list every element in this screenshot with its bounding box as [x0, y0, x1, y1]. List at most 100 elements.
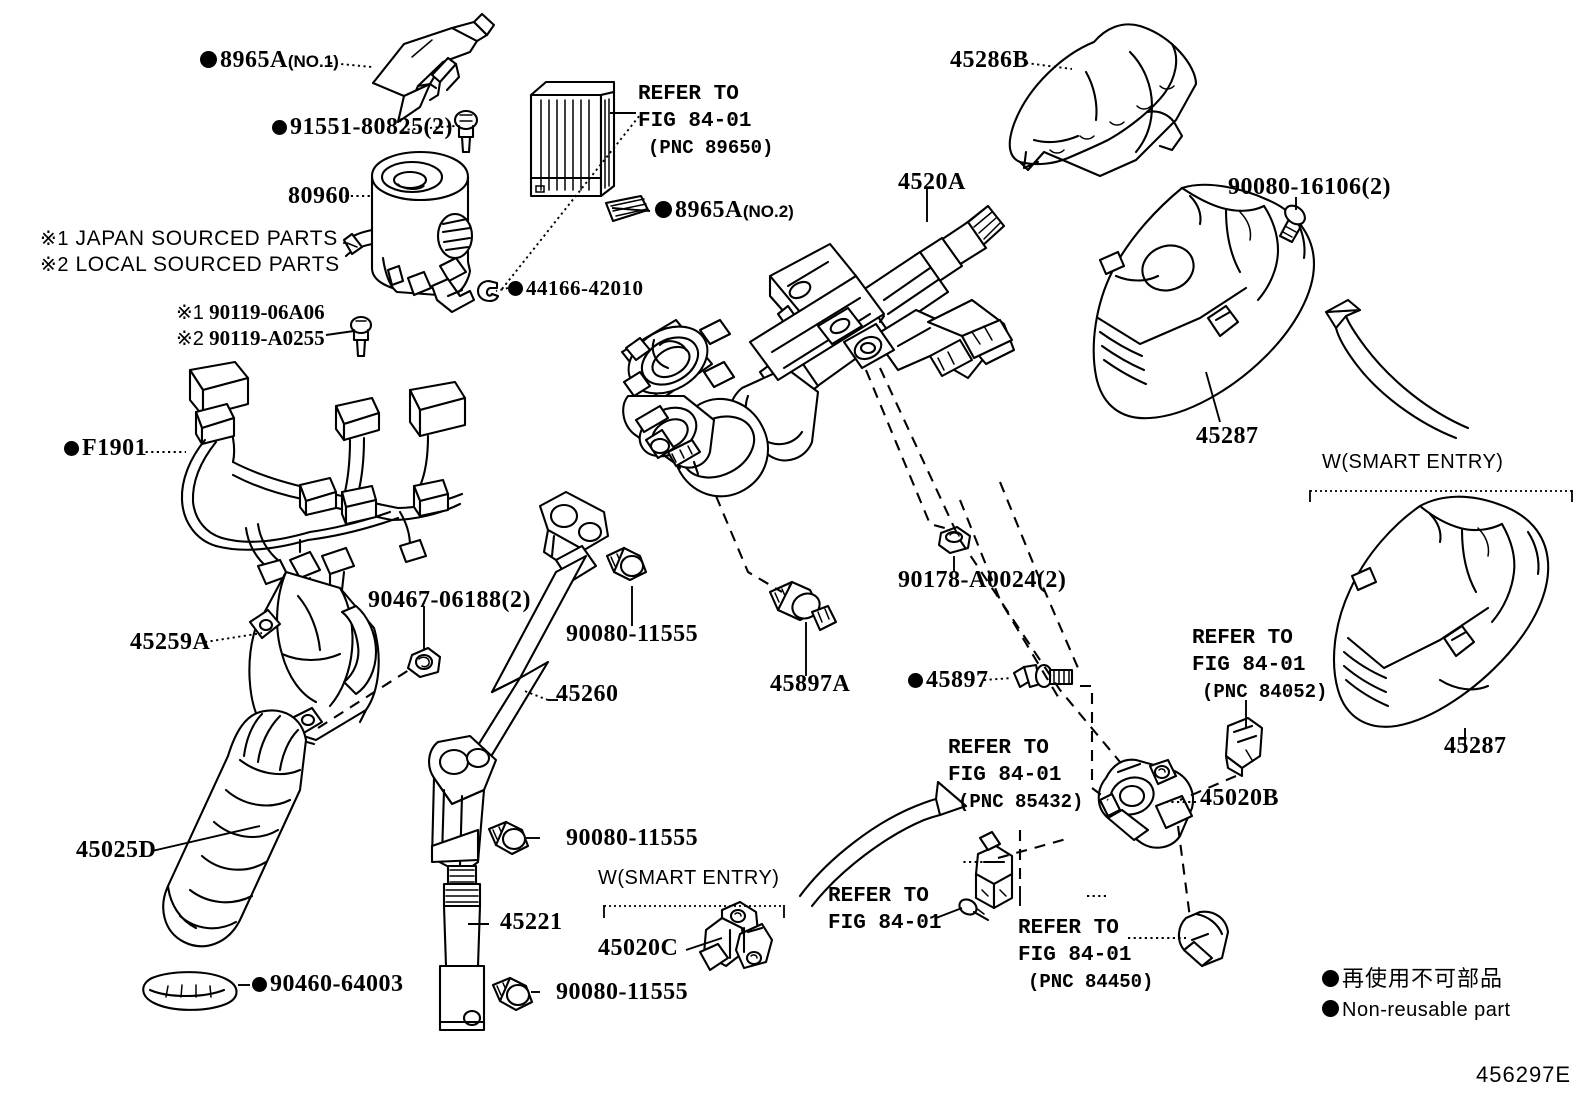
callout-91551-80825[interactable]: 91551-80825(2) [272, 115, 453, 139]
part-45287-upper-art [1092, 183, 1316, 420]
source-mark: ※1 [176, 302, 204, 324]
bracket-label-smart-entry-center: W(SMART ENTRY) [598, 868, 779, 888]
callout-number: 90080-11555 [556, 979, 689, 1005]
callout-4520a[interactable]: 4520A [898, 170, 966, 194]
bracket-text: W(SMART ENTRY) [598, 867, 780, 889]
callout-suffix: (2) [1036, 567, 1067, 593]
refer-block-85432[interactable]: REFER TO FIG 84-01 (PNC 85432) [948, 736, 1083, 814]
callout-number: 45025D [76, 837, 157, 863]
callout-45020c[interactable]: 45020C [598, 936, 678, 960]
part-ecu-89650-art [529, 80, 616, 198]
part-45897a-art [768, 580, 838, 632]
callout-number: 90080-16106 [1228, 174, 1362, 200]
refer-line-1: REFER TO [1018, 917, 1119, 940]
refer-line-2: FIG 84-01 [638, 109, 752, 133]
callout-number: 45020C [598, 935, 679, 961]
callout-number: 90119-A0255 [209, 326, 325, 350]
callout-80960[interactable]: 80960 [288, 184, 351, 208]
refer-block-plain[interactable]: REFER TO FIG 84-01 [828, 884, 941, 938]
callout-number: 80960 [288, 183, 351, 209]
callout-45897a[interactable]: 45897A [770, 672, 850, 696]
figure-code: 456297E [1476, 1064, 1571, 1086]
part-45260-art [428, 490, 610, 876]
callout-90178-a0024[interactable]: 90178-A0024(2) [898, 568, 1066, 592]
callout-90467-06188[interactable]: 90467-06188(2) [368, 588, 531, 612]
part-4520a-art [620, 204, 1016, 498]
refer-line-2: FIG 84-01 [948, 763, 1062, 787]
callout-90080-11555-c[interactable]: 90080-11555 [556, 980, 688, 1004]
refer-pnc: (PNC 84052) [1202, 680, 1328, 703]
non-reusable-dot-icon [200, 51, 217, 68]
callout-90080-16106[interactable]: 90080-16106(2) [1228, 175, 1391, 199]
refer-block-89650[interactable]: REFER TO FIG 84-01 (PNC 89650) [638, 82, 773, 160]
refer-block-84450[interactable]: REFER TO FIG 84-01 (PNC 84450) [1018, 916, 1153, 994]
callout-90080-11555-a[interactable]: 90080-11555 [566, 622, 698, 646]
callout-number: 90080-11555 [566, 621, 699, 647]
callout-45025d[interactable]: 45025D [76, 838, 156, 862]
callout-suffix: (2) [1361, 174, 1391, 200]
refer-pnc: (PNC 89650) [648, 136, 774, 159]
callout-44166-42010[interactable]: 44166-42010 [508, 278, 644, 299]
callout-number: 45286B [950, 47, 1030, 73]
part-45025d-art [162, 709, 308, 948]
callout-45287-smart[interactable]: 45287 [1444, 734, 1507, 758]
part-90080-11555-c-art [491, 976, 534, 1012]
leader-lines [140, 62, 1466, 993]
assembly-arrow-bottom [798, 780, 968, 908]
non-reusable-dot-icon [64, 441, 79, 456]
callout-8965a-no2[interactable]: 8965A(NO.2) [655, 198, 794, 222]
callout-90460-64003[interactable]: 90460-64003 [252, 972, 404, 996]
bracket-smart-entry-center [603, 905, 785, 918]
callout-8965a-no1[interactable]: 8965A(NO.1) [200, 48, 339, 72]
refer-line-1: REFER TO [638, 83, 739, 106]
callout-90119-06a06[interactable]: ※1 90119-06A06 [176, 302, 325, 324]
callout-number: 4520A [898, 169, 966, 195]
part-90080-16106-art [1278, 204, 1306, 244]
callout-number: F1901 [82, 435, 148, 461]
part-pnc-84052-art [1224, 716, 1264, 778]
legend-text: 再使用不可部品 [1342, 966, 1504, 991]
callout-number: 90178-A0024 [898, 567, 1037, 593]
callout-45259a[interactable]: 45259A [130, 630, 210, 654]
callout-45287-upper[interactable]: 45287 [1196, 424, 1259, 448]
part-85432-screw-art [958, 898, 990, 922]
non-reusable-dot-icon [252, 977, 267, 992]
callout-number: 45287 [1196, 423, 1259, 449]
callout-90119-a0255[interactable]: ※2 90119-A0255 [176, 326, 325, 350]
note-text: JAPAN SOURCED PARTS [75, 227, 338, 250]
callout-number: 45897 [926, 667, 989, 693]
callout-number: 44166-42010 [526, 276, 644, 300]
callout-45221[interactable]: 45221 [500, 910, 563, 934]
part-90460-64003-art [142, 971, 238, 1011]
callout-45020b[interactable]: 45020B [1200, 786, 1279, 810]
part-pnc-84450-art [1177, 910, 1230, 968]
refer-block-84052[interactable]: REFER TO FIG 84-01 (PNC 84052) [1192, 626, 1327, 704]
callout-suffix: (NO.2) [742, 202, 794, 221]
callout-number: 90467-06188 [368, 587, 502, 613]
legend-non-reusable-jp: 再使用不可部品 [1322, 968, 1503, 990]
bracket-text: W(SMART ENTRY) [1322, 451, 1504, 473]
part-90119-screw-art [349, 315, 373, 358]
source-mark: ※2 [176, 328, 204, 350]
non-reusable-dot-icon [1322, 970, 1339, 987]
part-8965a-no1-art [371, 12, 496, 124]
part-90467-06188-art [406, 646, 442, 679]
callout-45897[interactable]: 45897 [908, 668, 989, 692]
part-45897-art [1012, 663, 1074, 689]
part-45287-smart-art [1332, 495, 1550, 728]
refer-pnc: (PNC 84450) [1028, 970, 1154, 993]
legend-non-reusable-en: Non-reusable part [1322, 1000, 1511, 1020]
refer-line-1: REFER TO [1192, 627, 1293, 650]
callout-45260[interactable]: 45260 [556, 682, 619, 706]
part-91551-80825-art [453, 109, 479, 154]
part-45020c-art [698, 900, 774, 972]
assembly-arrow-right [1324, 298, 1470, 440]
note-text: LOCAL SOURCED PARTS [75, 253, 340, 276]
callout-45286b[interactable]: 45286B [950, 48, 1029, 72]
note-japan-sourced: ※1 JAPAN SOURCED PARTS [40, 228, 338, 249]
callout-suffix: (2) [423, 114, 453, 140]
non-reusable-dot-icon [1322, 1000, 1339, 1017]
callout-f1901[interactable]: F1901 [64, 436, 147, 460]
callout-number: 45020B [1200, 785, 1280, 811]
callout-90080-11555-b[interactable]: 90080-11555 [566, 826, 698, 850]
